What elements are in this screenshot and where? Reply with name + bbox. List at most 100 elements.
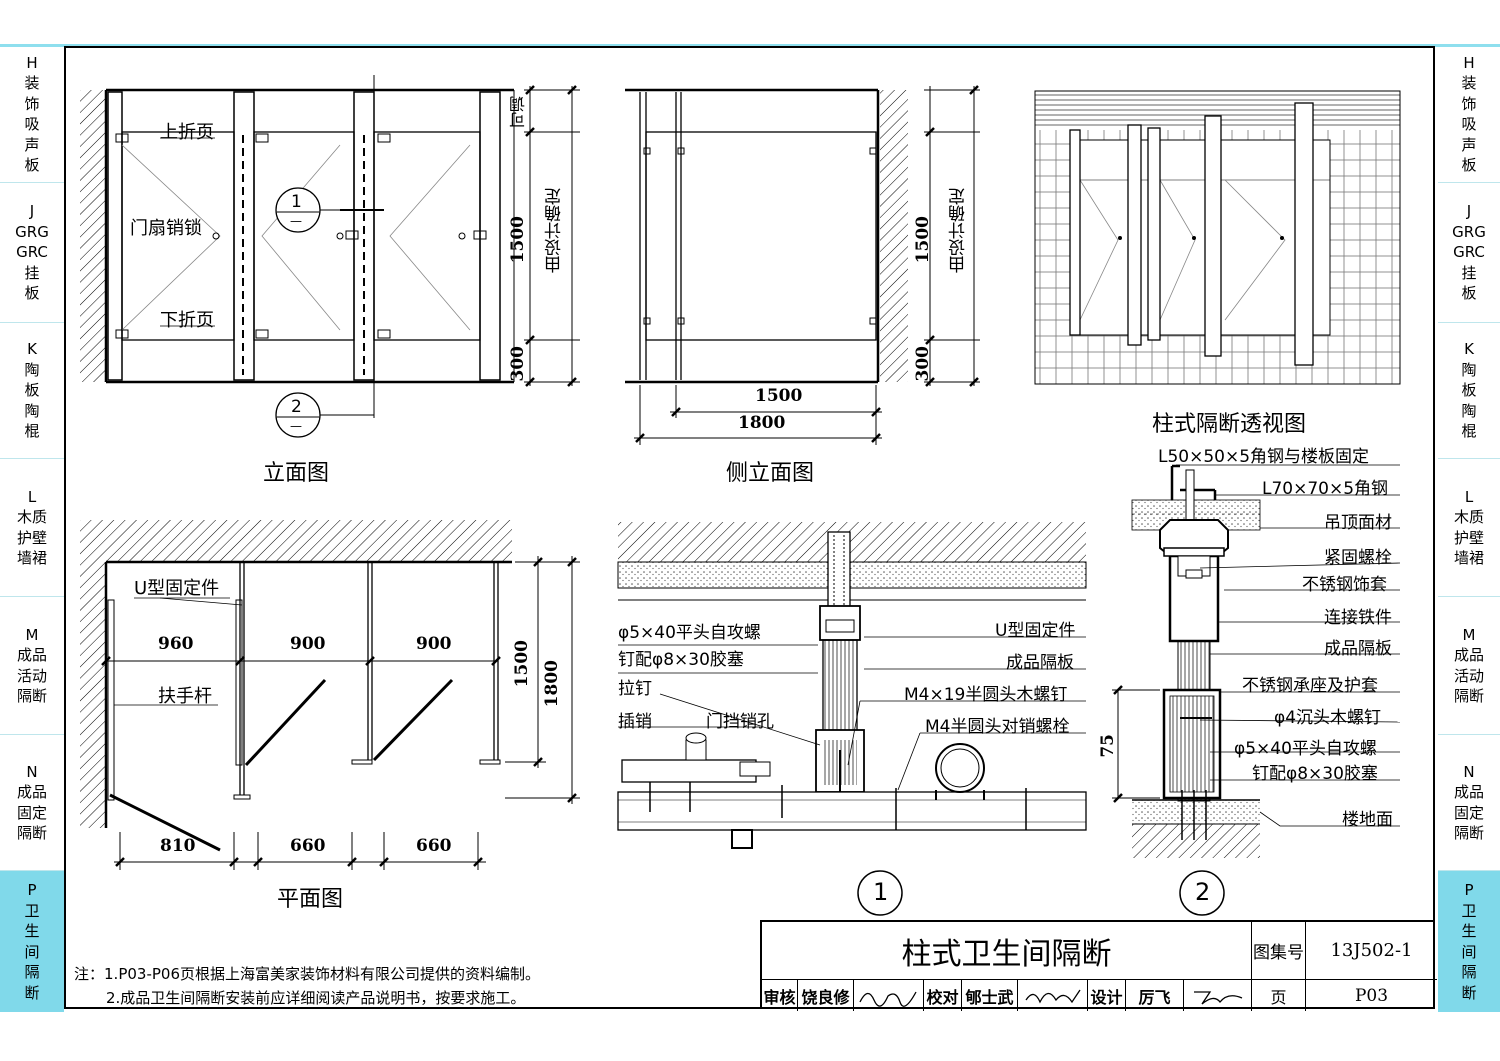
label-d1-m4-19: M4×19半圆头木螺钉	[904, 685, 1068, 705]
signature-3-icon	[1194, 991, 1243, 1005]
label-d2-angle70: L70×70×5角钢	[1262, 479, 1389, 499]
label-by-design-elevation: 由设计确定	[545, 188, 565, 273]
label-plan-handrail: 扶手杆	[158, 686, 212, 707]
check-label: 校对	[924, 980, 962, 1011]
note-1-text: 1.P03-P06页根据上海富美家装饰材料有限公司提供的资料编制。	[104, 965, 541, 983]
label-d1-latch: 插销	[618, 712, 652, 732]
elevation-title: 立面图	[263, 461, 330, 486]
signature-1-icon	[859, 991, 917, 1007]
label-d2-plug: 钉配φ8×30胶塞	[1252, 764, 1378, 784]
label-d1-screw: φ5×40平头自攻螺	[618, 623, 761, 643]
detail-2-section	[1112, 464, 1401, 916]
checker-signature	[1018, 980, 1088, 1011]
label-d2-ceiling: 吊顶面材	[1324, 513, 1392, 533]
label-d1-plug: 钉配φ8×30胶塞	[618, 650, 744, 670]
dim-side-1500: 1500	[913, 216, 933, 264]
label-lower-hinge: 下折页	[160, 310, 214, 331]
designer-signature	[1184, 980, 1252, 1011]
side-elevation-title: 侧立面图	[726, 461, 815, 486]
label-d2-bolt: 紧固螺栓	[1324, 548, 1392, 568]
note-2: 2.成品卫生间隔断安装前应详细阅读产品说明书，按要求施工。	[106, 987, 525, 1008]
dim-side-300: 300	[913, 346, 933, 382]
dim-plan-900b: 900	[416, 634, 452, 654]
label-d1-m4-bolt: M4半圆头对销螺栓	[925, 717, 1070, 737]
detail-1-section	[617, 522, 1087, 916]
perspective-title: 柱式隔断透视图	[1152, 412, 1307, 437]
detail-2-number: 2	[1195, 878, 1211, 906]
note-prefix: 注：	[74, 965, 105, 983]
dim-plan-660b: 660	[416, 836, 452, 856]
title-block: 柱式卫生间隔断 图集号 13J502-1 审核 饶良修 校对 郇士武 设计 厉飞…	[760, 920, 1437, 1011]
label-d2-connector: 连接铁件	[1324, 608, 1392, 628]
atlas-number: 13J502-1	[1306, 922, 1437, 980]
dim-plan-960: 960	[158, 634, 194, 654]
callout-2-number: 2	[291, 397, 302, 417]
signature-2-icon	[1025, 989, 1081, 1004]
label-by-design-side: 由设计确定	[949, 188, 969, 273]
dim-plan-1500: 1500	[512, 640, 532, 688]
reviewer-signature	[854, 980, 924, 1011]
designer-name: 厉飞	[1126, 980, 1184, 1011]
label-d1-rivet: 拉钉	[618, 679, 652, 699]
dim-d2-75: 75	[1098, 734, 1118, 758]
side-elevation-view	[625, 85, 980, 445]
dim-side-width-1500: 1500	[755, 386, 803, 406]
top-rule	[0, 44, 1500, 47]
label-d1-panel: 成品隔板	[1006, 653, 1074, 673]
label-d2-sleeve: 不锈钢饰套	[1302, 575, 1387, 595]
label-d2-wood-screw: φ4沉头木螺钉	[1274, 708, 1382, 728]
label-d1-stop-hole: 门挡销孔	[706, 712, 774, 732]
detail-1-number: 1	[873, 878, 889, 906]
design-label: 设计	[1088, 980, 1126, 1011]
checker-name: 郇士武	[962, 980, 1018, 1011]
label-d2-seat: 不锈钢承座及护套	[1242, 676, 1378, 696]
label-d1-u-fixture: U型固定件	[995, 621, 1076, 641]
dim-elevation-1500: 1500	[508, 216, 528, 264]
dim-plan-900a: 900	[290, 634, 326, 654]
elevation-view	[80, 75, 580, 438]
dim-side-width-1800: 1800	[738, 413, 786, 433]
review-label: 审核	[762, 980, 798, 1011]
plan-view	[80, 520, 580, 870]
label-adjustable: 可调	[509, 96, 528, 128]
label-door-lock: 门扇销锁	[130, 218, 202, 239]
callout-2-sub: —	[290, 419, 302, 433]
label-d2-screw: φ5×40平头自攻螺	[1234, 739, 1377, 759]
title-block-title: 柱式卫生间隔断	[762, 922, 1252, 980]
reviewer-name: 饶良修	[798, 980, 854, 1011]
page-label: 页	[1252, 980, 1306, 1011]
dim-plan-1800: 1800	[542, 660, 562, 708]
label-upper-hinge: 上折页	[160, 122, 214, 143]
label-d2-floor: 楼地面	[1342, 810, 1393, 830]
label-plan-u-fixture: U型固定件	[134, 578, 220, 599]
page-number: P03	[1354, 985, 1389, 1006]
dim-elevation-300: 300	[508, 346, 528, 382]
atlas-label: 图集号	[1252, 922, 1306, 980]
note-1: 注：1.P03-P06页根据上海富美家装饰材料有限公司提供的资料编制。	[74, 963, 540, 984]
label-d2-angle50: L50×50×5角钢与楼板固定	[1158, 447, 1370, 467]
label-d2-panel: 成品隔板	[1324, 639, 1392, 659]
callout-1-sub: —	[290, 214, 302, 228]
callout-1-number: 1	[291, 192, 302, 212]
note-2-text: 2.成品卫生间隔断安装前应详细阅读产品说明书，按要求施工。	[106, 989, 526, 1007]
drawing-frame	[64, 46, 1435, 1009]
dim-plan-810: 810	[160, 836, 196, 856]
dim-plan-660a: 660	[290, 836, 326, 856]
